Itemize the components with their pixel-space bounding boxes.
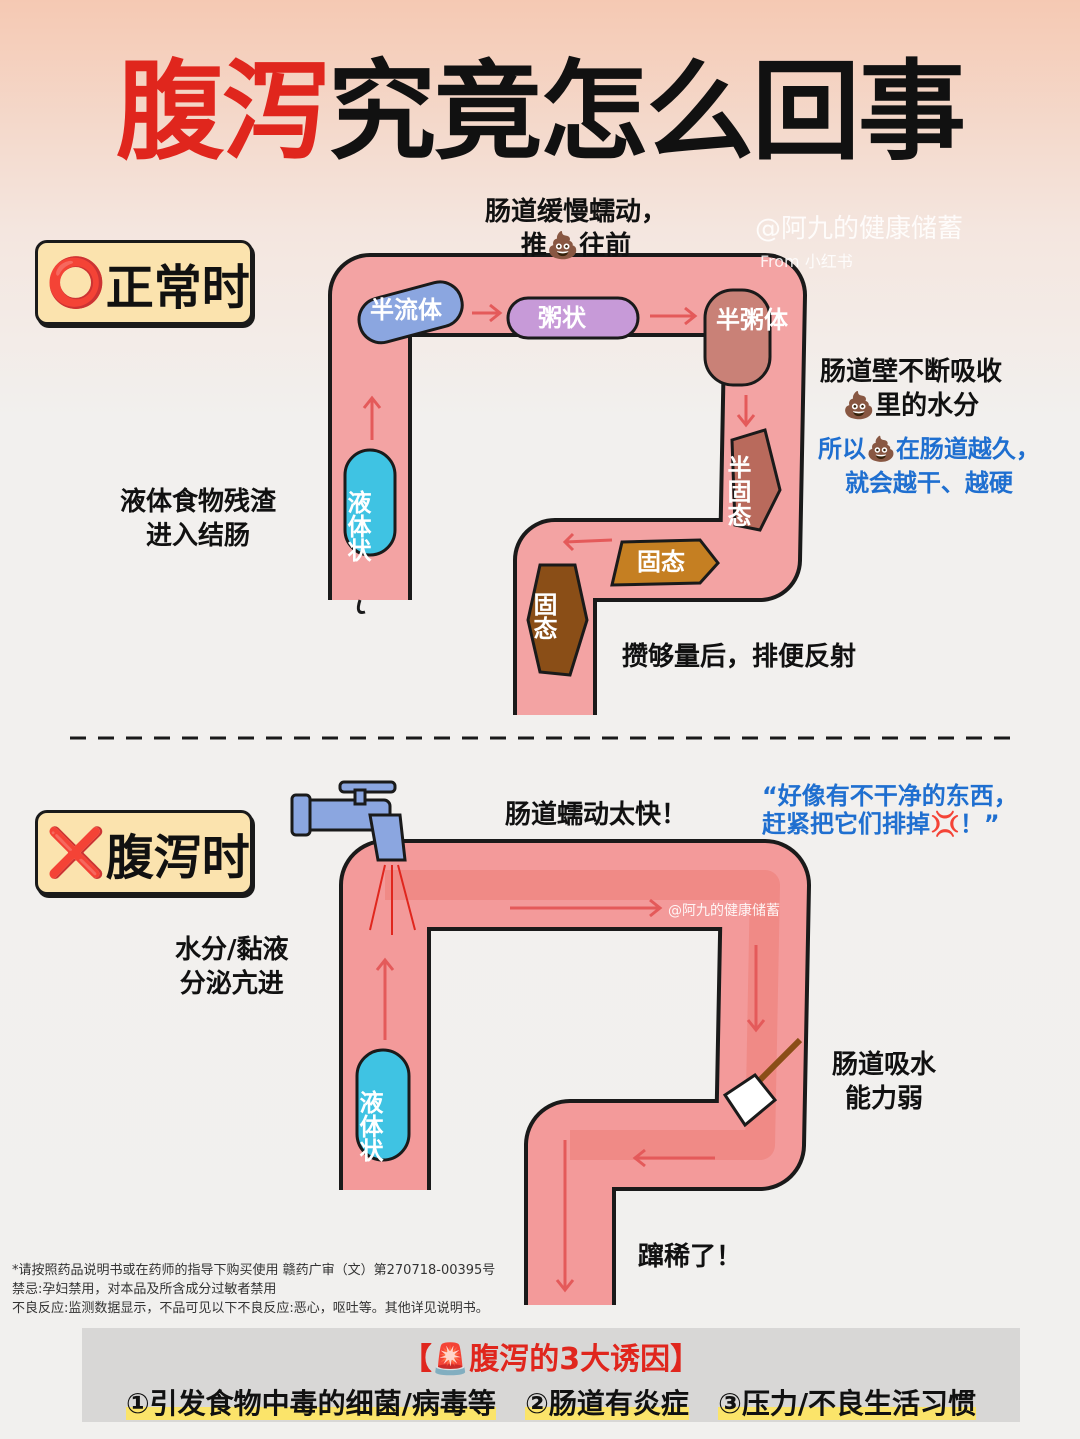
title-highlight: 腹泻 xyxy=(115,50,330,175)
stage-semi-fluid xyxy=(357,280,464,345)
diarrhea-colon: 液体状 xyxy=(290,780,811,1305)
diarrhea-left-label: 水分/黏液分泌亢进 xyxy=(175,933,289,1001)
stage-label-solid-1: 固态 xyxy=(637,548,685,576)
stage-semi-porridge xyxy=(703,288,772,387)
normal-right-line1: 肠道壁不断吸收 xyxy=(820,357,1003,387)
stage-label-semi-solid: 半固态 xyxy=(723,455,751,527)
normal-badge-label: 正常时 xyxy=(105,259,250,316)
stage-semi-solid xyxy=(730,428,782,532)
disclaimer-line: *请按照药品说明书或在药师的指导下购买使用 赣药广审（文）第270718-003… xyxy=(12,1263,496,1278)
diarrhea-state-badge: ❌腹泻时 xyxy=(35,810,253,895)
faucet-icon xyxy=(290,780,416,935)
broom-icon xyxy=(722,1037,803,1128)
disclaimer: *请按照药品说明书或在药师的指导下购买使用 赣药广审（文）第270718-003… xyxy=(12,1261,495,1318)
diarrhea-badge-label: 腹泻时 xyxy=(105,829,250,886)
causes-heading: 【🚨腹泻的3大诱因】 xyxy=(401,1342,701,1377)
stage-label-liquid-diarrhea: 液体状 xyxy=(355,1089,383,1162)
normal-top-line2: 推💩往前 xyxy=(520,231,632,261)
quote-line2: 赶紧把它们排掉💢！” xyxy=(762,810,1000,838)
causes-list: ①引发食物中毒的细菌/病毒等 ②肠道有炎症 ③压力/不良生活习惯 xyxy=(82,1382,1020,1422)
stage-label-solid-2: 固态 xyxy=(529,592,557,640)
diarrhea-right-label: 肠道吸水能力弱 xyxy=(832,1048,936,1116)
stage-liquid-diarrhea xyxy=(355,1048,411,1162)
normal-top-line1: 肠道缓慢蠕动， xyxy=(485,197,668,227)
disclaimer-line: 禁忌:孕妇禁用，对本品及所含成分过敏者禁用 xyxy=(12,1282,277,1297)
stage-label-porridge: 粥状 xyxy=(538,304,587,332)
diarrhea-right-line2: 能力弱 xyxy=(845,1084,924,1114)
diarrhea-bottom-label: 蹿稀了！ xyxy=(638,1242,743,1272)
diarrhea-left-line1: 水分/黏液 xyxy=(175,935,289,965)
normal-top-label: 肠道缓慢蠕动， 推💩往前 xyxy=(485,195,667,263)
causes-banner: 【🚨腹泻的3大诱因】 ①引发食物中毒的细菌/病毒等 ②肠道有炎症 ③压力/不良生… xyxy=(82,1328,1020,1422)
normal-bottom-label: 攒够量后，排便反射 xyxy=(622,642,857,672)
stage-label-liquid: 液体状 xyxy=(343,489,371,562)
normal-left-line1: 液体食物残渣 xyxy=(120,487,277,517)
stage-label-semi-porridge: 半粥体 xyxy=(716,306,789,334)
normal-left-line2: 进入结肠 xyxy=(146,521,251,551)
normal-colon: 液体状 半流体 粥状 半粥体 半固态 固态 固态 xyxy=(328,253,807,715)
stage-solid-2 xyxy=(526,563,589,677)
page-title: 腹泻究竟怎么回事 xyxy=(0,25,1080,181)
watermark-handle: @阿九的健康储蓄 xyxy=(755,214,964,244)
normal-note-line2: 就会越干、越硬 xyxy=(844,469,1013,497)
diarrhea-right-line1: 肠道吸水 xyxy=(832,1050,937,1080)
circle-icon: ⭕ xyxy=(46,255,106,311)
cause-item: ③压力/不良生活习惯 xyxy=(718,1387,977,1420)
title-rest: 究竟怎么回事 xyxy=(328,50,966,175)
cause-item: ②肠道有炎症 xyxy=(525,1387,689,1420)
disclaimer-line: 不良反应:监测数据显示，不品可见以下不良反应:恶心，呕吐等。其他详见说明书。 xyxy=(12,1301,489,1316)
normal-right-note: 所以💩在肠道越久， 就会越干、越硬 xyxy=(818,432,1040,500)
stage-liquid xyxy=(343,448,397,557)
diarrhea-left-line2: 分泌亢进 xyxy=(179,969,284,999)
watermark-source: From 小红书 xyxy=(760,252,853,271)
normal-right-label: 肠道壁不断吸收 💩里的水分 xyxy=(820,355,1002,423)
stage-porridge xyxy=(506,296,640,340)
cause-item: ①引发食物中毒的细菌/病毒等 xyxy=(125,1387,496,1420)
normal-note-line1: 所以💩在肠道越久， xyxy=(818,435,1040,463)
cross-icon: ❌ xyxy=(46,825,106,881)
watermark-inline: @阿九的健康储蓄 xyxy=(668,903,780,919)
quote-line1: “好像有不干净的东西， xyxy=(762,782,1018,810)
normal-left-label: 液体食物残渣进入结肠 xyxy=(120,485,276,553)
diarrhea-top-label: 肠道蠕动太快！ xyxy=(505,800,688,830)
stage-solid-1 xyxy=(610,538,720,587)
diarrhea-quote: “好像有不干净的东西，赶紧把它们排掉💢！” xyxy=(762,782,1018,838)
stage-label-semi-fluid: 半流体 xyxy=(370,296,443,324)
normal-state-badge: ⭕正常时 xyxy=(35,240,253,325)
normal-right-line2: 💩里的水分 xyxy=(842,391,980,421)
